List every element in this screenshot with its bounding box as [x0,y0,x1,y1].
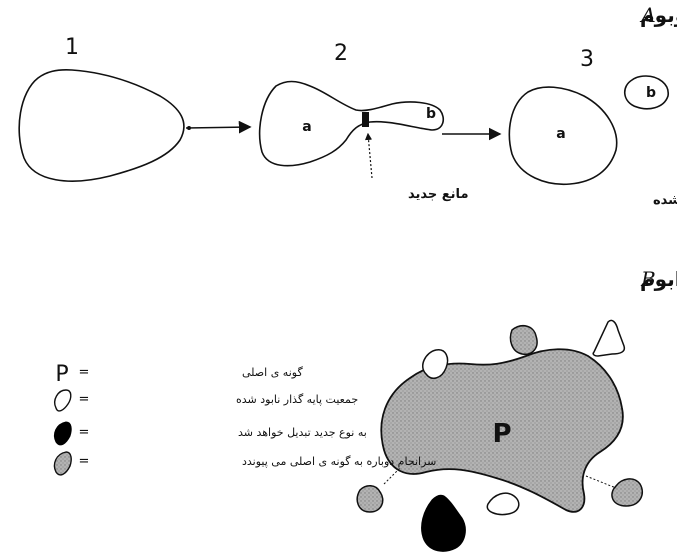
stage-1-number: 1 [65,35,79,60]
legend-item-4-text: سرانجام دوباره به گونه ی اصلی می پیوندد [242,455,436,468]
section-a-title: گونه زایی دوبوم [640,3,677,27]
legend-item-2-equals: = [79,392,90,407]
link-right [585,475,617,489]
stage-3-label-b: b [646,85,656,101]
section-b-title: گونه زایی پیرابوم [640,267,677,292]
legend: گونه ی اصلی = P جمعیت پایه گذار نابود شد… [53,362,436,476]
legend-item-3-text: به نوع جدید تبدیل خواهد شد [238,426,367,439]
stage-2-label-a: a [302,119,311,135]
section-a: گونه زایی دوبوم A. 1 2 3 a b مانع جدید a… [18,3,677,208]
peripheral-new-species [421,494,466,552]
legend-item-1-equals: = [79,365,90,380]
stage-3-population-a [508,86,618,186]
new-barrier [362,112,369,127]
arrow-1-tail-dot [187,126,191,130]
peripheral-extinct-bottom [486,492,520,516]
legend-item-3-equals: = [79,425,90,440]
peripheral-extinct-left [422,349,449,379]
arrow-1-to-2 [185,120,252,134]
stage-3-label-a: a [556,126,565,142]
stage-1-population [18,69,185,182]
peripheral-extinct-top-right [592,319,626,357]
section-b-letter: B. [640,267,662,291]
legend-item-1-text: گونه ی اصلی [242,366,303,379]
main-species-population [380,348,624,513]
peripheral-rejoining-top [509,325,538,356]
barrier-pointer [364,132,373,179]
stage-2-population [258,80,445,167]
section-a-letter: A. [639,3,662,27]
stage-2-label-b: b [426,106,436,122]
legend-item-3-symbol [53,421,72,446]
section-b: گونه زایی پیرابوم B. P [356,267,677,552]
legend-item-4-equals: = [79,454,90,469]
stage-2-number: 2 [334,41,348,66]
main-species-label: P [492,419,511,449]
legend-item-1-symbol: P [55,362,68,387]
stage-3-number: 3 [580,47,594,72]
barrier-caption: مانع جدید [408,187,469,202]
peripheral-rejoining-left [356,485,384,513]
legend-item-2-symbol [54,389,72,412]
legend-item-2-text: جمعیت پایه گذار نابود شده [236,393,358,406]
peripheral-rejoining-right [611,478,644,507]
legend-item-4-symbol [53,451,72,476]
complete-caption: گونه زایی کامل شده [653,192,677,208]
stage-3-population-b [623,75,669,110]
